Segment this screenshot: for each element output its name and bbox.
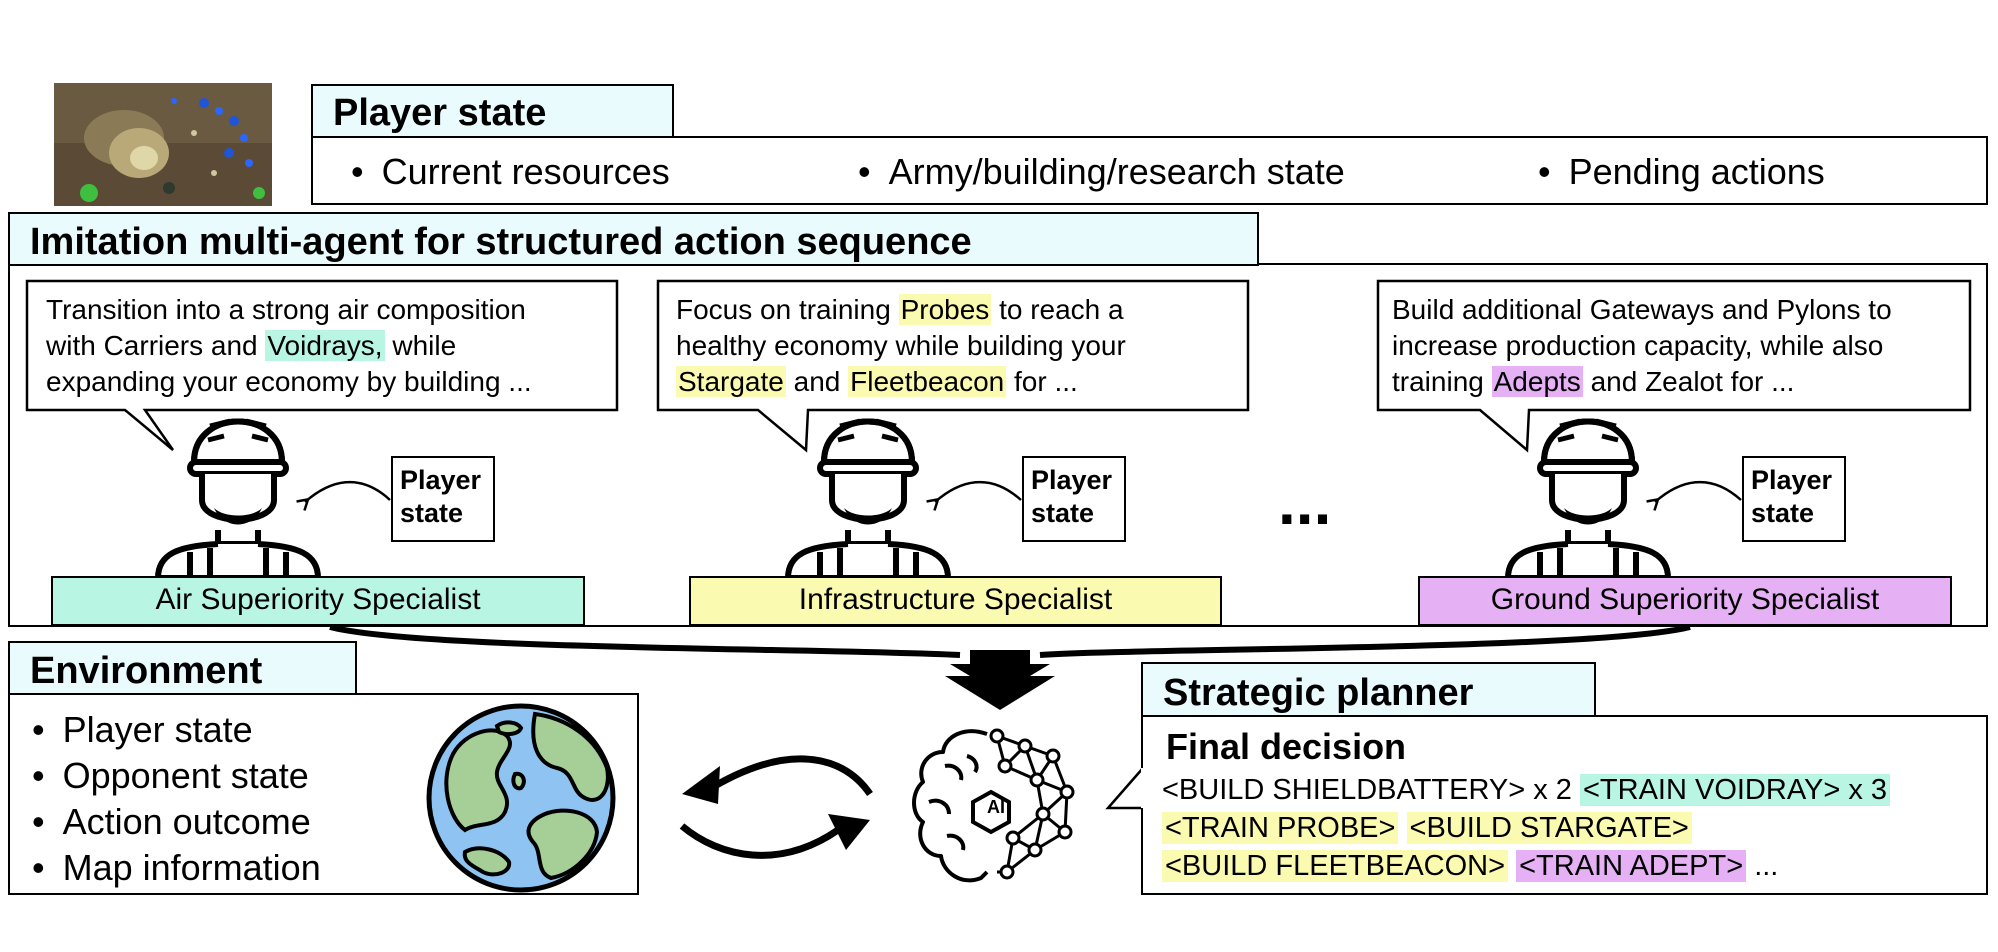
role-label-air: Air Superiority Specialist <box>51 576 585 626</box>
imitation-title: Imitation multi-agent for structured act… <box>30 221 972 263</box>
player-state-item: Current resources <box>351 151 670 193</box>
player-state-panel: Current resources Army/building/research… <box>311 136 1988 205</box>
highlight-adepts: Adepts <box>1491 366 1583 397</box>
decision-line: <BUILD FLEETBEACON> <TRAIN ADEPT> ... <box>1162 848 1778 884</box>
decision-token: <TRAIN VOIDRAY> x 3 <box>1579 774 1891 806</box>
interaction-loop-arrows <box>679 755 873 859</box>
imitation-tab: Imitation multi-agent for structured act… <box>8 212 1259 266</box>
player-state-title: Player state <box>333 92 547 134</box>
environment-tab: Environment <box>8 641 357 695</box>
decision-token: <TRAIN ADEPT> <box>1516 850 1747 882</box>
planner-callout-pointer <box>1105 767 1145 810</box>
globe-icon <box>426 703 616 893</box>
final-decision-label: Final decision <box>1166 726 1407 767</box>
role-label-infrastructure: Infrastructure Specialist <box>689 576 1222 626</box>
environment-item: Player state <box>32 709 253 751</box>
decision-token: <BUILD SHIELDBATTERY> x 2 <box>1162 774 1572 806</box>
highlight-stargate: Stargate <box>676 366 786 397</box>
strategic-planner-tab: Strategic planner <box>1141 662 1596 717</box>
role-label-ground: Ground Superiority Specialist <box>1418 576 1952 626</box>
decision-line: <TRAIN PROBE> <BUILD STARGATE> <box>1162 810 1692 846</box>
ai-chip-label: AI <box>987 797 1005 817</box>
decision-line: <BUILD SHIELDBATTERY> x 2 <TRAIN VOIDRAY… <box>1162 772 1891 808</box>
ai-brain-icon <box>912 728 1075 883</box>
agent-figure-icon <box>1508 421 1668 578</box>
strategic-planner-title: Strategic planner <box>1163 672 1474 714</box>
environment-item: Action outcome <box>32 801 311 843</box>
agent-advice-text: Build additional Gateways and Pylons to … <box>1392 294 1892 397</box>
more-agents-ellipsis: ... <box>1278 466 1332 538</box>
highlight-probes: Probes <box>898 294 992 325</box>
environment-item: Opponent state <box>32 755 309 797</box>
agent-figure-icon <box>158 421 318 578</box>
decision-token: <TRAIN PROBE> <box>1162 812 1399 844</box>
player-state-item: Pending actions <box>1538 151 1825 193</box>
decision-token: <BUILD STARGATE> <box>1406 812 1692 844</box>
agent-figure-icon <box>788 421 948 578</box>
highlight-voidrays: Voidrays, <box>265 330 385 361</box>
highlight-fleetbeacon: Fleetbeacon <box>848 366 1007 397</box>
game-screenshot-thumbnail <box>54 83 272 206</box>
player-state-tab: Player state <box>311 84 674 138</box>
environment-title: Environment <box>30 650 263 692</box>
agent-advice-text: Transition into a strong air composition… <box>46 294 532 397</box>
agent-advice-text: Focus on training Probes to reach a heal… <box>676 294 1126 397</box>
environment-item: Map information <box>32 847 321 889</box>
decision-token: <BUILD FLEETBEACON> <box>1162 850 1509 882</box>
player-state-item: Army/building/research state <box>858 151 1345 193</box>
